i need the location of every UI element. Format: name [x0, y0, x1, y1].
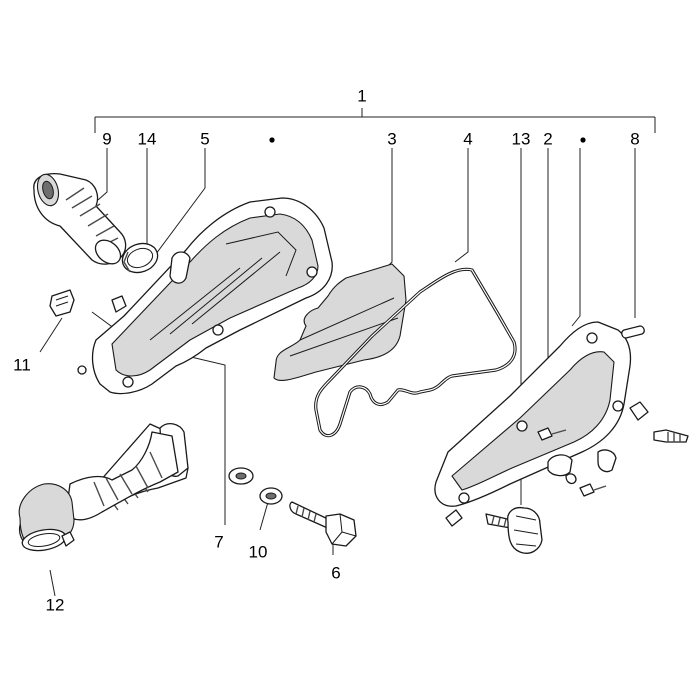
callout-13: 13 [512, 129, 531, 148]
assembly-dot [580, 137, 586, 143]
filter-element [273, 263, 407, 381]
assembly-bracket [94, 108, 656, 133]
lower-duct [18, 422, 189, 552]
airbox-cover [434, 321, 649, 507]
washer-7 [228, 467, 254, 485]
callout-3: 3 [387, 129, 396, 148]
knob-screw [445, 506, 543, 554]
callout-14: 14 [138, 129, 157, 148]
callout-4: 4 [463, 129, 472, 148]
callout-2: 2 [543, 129, 552, 148]
bolt [289, 501, 357, 547]
small-plug [621, 325, 645, 339]
gasket [314, 267, 517, 438]
cover-screws [537, 427, 689, 497]
callout-10: 10 [249, 542, 268, 561]
callout-12: 12 [46, 595, 65, 614]
airbox-housing [77, 197, 333, 395]
washer-10 [259, 487, 283, 505]
intake-elbow-duct [33, 172, 127, 265]
callout-5: 5 [200, 129, 209, 148]
callout-9: 9 [102, 129, 111, 148]
callout-6: 6 [331, 563, 340, 582]
callout-labels: 1 2 3 4 5 6 7 8 9 10 11 12 13 14 [13, 86, 640, 614]
callout-1: 1 [357, 86, 366, 105]
callout-11: 11 [13, 355, 31, 374]
small-clip [49, 289, 75, 317]
hose-clamp [121, 242, 159, 274]
assembly-dot [269, 137, 275, 143]
callout-8: 8 [630, 129, 639, 148]
callout-7: 7 [214, 532, 223, 551]
